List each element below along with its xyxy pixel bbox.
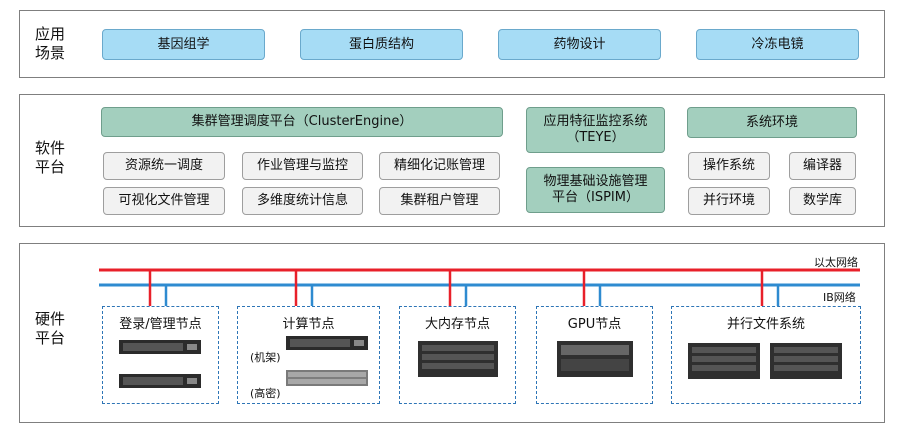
large-memory-node[interactable]: 大内存节点 (399, 306, 516, 404)
large-memory-node-title: 大内存节点 (424, 317, 490, 332)
module-tenant-management[interactable]: 集群租户管理 (379, 187, 500, 215)
software-layer: 软件 平台 集群管理调度平台（ClusterEngine） 资源统一调度 作业管… (19, 94, 885, 227)
module-resource-scheduling[interactable]: 资源统一调度 (103, 152, 225, 180)
module-operating-system[interactable]: 操作系统 (688, 152, 770, 180)
login-management-node[interactable]: 登录/管理节点 (102, 306, 219, 404)
module-parallel-environment[interactable]: 并行环境 (688, 187, 770, 215)
storage-server-icon (418, 341, 498, 377)
module-compiler[interactable]: 编译器 (789, 152, 856, 180)
app-drug-design[interactable]: 药物设计 (498, 29, 661, 60)
module-accounting[interactable]: 精细化记账管理 (379, 152, 500, 180)
app-protein-structure[interactable]: 蛋白质结构 (300, 29, 463, 60)
hardware-layer-label: 硬件 平台 (34, 310, 65, 347)
module-job-management[interactable]: 作业管理与监控 (242, 152, 363, 180)
high-density-server-icon (286, 370, 368, 386)
gpu-node-title: GPU节点 (567, 317, 622, 332)
parallel-file-system-node-title: 并行文件系统 (726, 317, 805, 332)
compute-node[interactable]: 计算节点 (机架) (高密) (237, 306, 380, 404)
ispim-box[interactable]: 物理基础设施管理 平台（ISPIM） (526, 167, 665, 213)
app-cryo-em[interactable]: 冷冻电镜 (696, 29, 859, 60)
system-environment-box[interactable]: 系统环境 (687, 107, 857, 138)
ib-label: IB网络 (823, 291, 856, 304)
compute-node-title: 计算节点 (282, 317, 335, 332)
application-layer: 应用 场景 基因组学 蛋白质结构 药物设计 冷冻电镜 (19, 10, 885, 78)
gpu-server-icon (557, 341, 633, 377)
app-genomics[interactable]: 基因组学 (102, 29, 265, 60)
rack-server-icon (119, 340, 201, 354)
login-management-node-title: 登录/管理节点 (119, 317, 202, 332)
module-math-library[interactable]: 数学库 (789, 187, 856, 215)
application-layer-label: 应用 场景 (34, 25, 65, 62)
module-file-management[interactable]: 可视化文件管理 (103, 187, 225, 215)
high-density-label: (高密) (250, 387, 281, 400)
rack-server-icon (286, 336, 368, 350)
cluster-engine-box[interactable]: 集群管理调度平台（ClusterEngine） (101, 107, 503, 137)
teye-box[interactable]: 应用特征监控系统 （TEYE） (526, 107, 665, 153)
software-layer-label: 软件 平台 (34, 139, 65, 176)
hardware-layer: 硬件 平台 (19, 243, 885, 423)
ethernet-label: 以太网络 (814, 256, 858, 269)
parallel-file-system-node[interactable]: 并行文件系统 (671, 306, 861, 404)
gpu-node[interactable]: GPU节点 (536, 306, 653, 404)
rack-server-icon (119, 374, 201, 388)
module-statistics[interactable]: 多维度统计信息 (242, 187, 363, 215)
storage-server-icon (770, 343, 842, 379)
rack-label: (机架) (250, 351, 281, 364)
storage-server-icon (688, 343, 760, 379)
